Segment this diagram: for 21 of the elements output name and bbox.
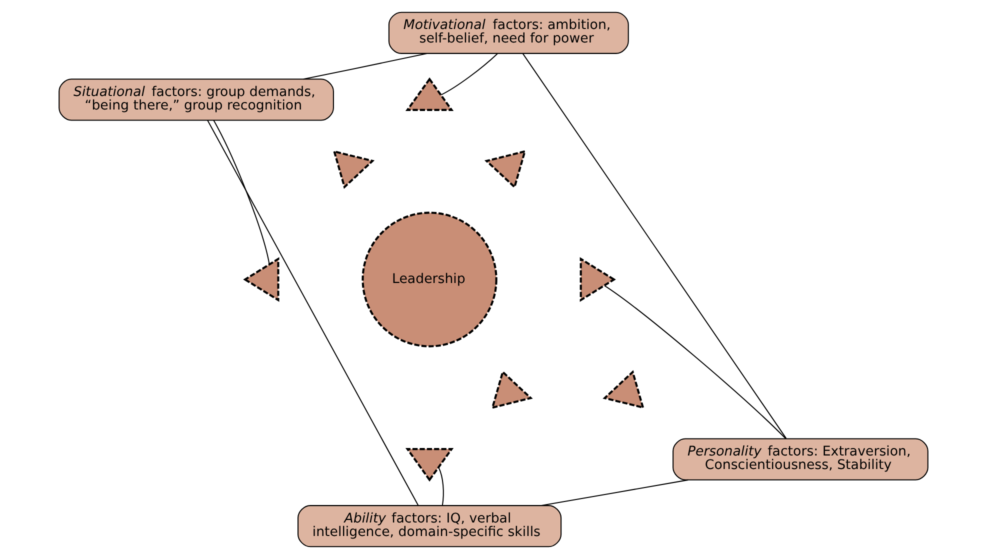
node-box: Ability factors: IQ, verbal intelligence, domain-specific skills	[297, 505, 562, 548]
connector	[438, 468, 444, 506]
connector	[212, 120, 270, 264]
node-box: Situational factors: group demands, “being there,” group recognition	[58, 78, 334, 121]
node-box: Motivational factors: ambition, self-belief, need for power	[388, 12, 628, 54]
node-triangle	[242, 257, 279, 302]
connector	[302, 53, 427, 80]
node-triangle	[602, 370, 644, 409]
connector	[206, 120, 418, 506]
node-triangle	[404, 77, 454, 111]
node-circle: Leadership	[361, 212, 497, 348]
connector	[604, 285, 786, 439]
node-triangle	[484, 150, 526, 189]
connector	[440, 53, 498, 96]
node-triangle	[490, 370, 532, 409]
connector	[522, 53, 786, 439]
connector	[540, 479, 688, 506]
node-triangle	[332, 150, 374, 189]
node-triangle	[404, 448, 454, 482]
node-triangle	[579, 257, 616, 302]
node-box: Personality factors: Extraversion, Conscientiousness, Stability	[672, 438, 928, 480]
